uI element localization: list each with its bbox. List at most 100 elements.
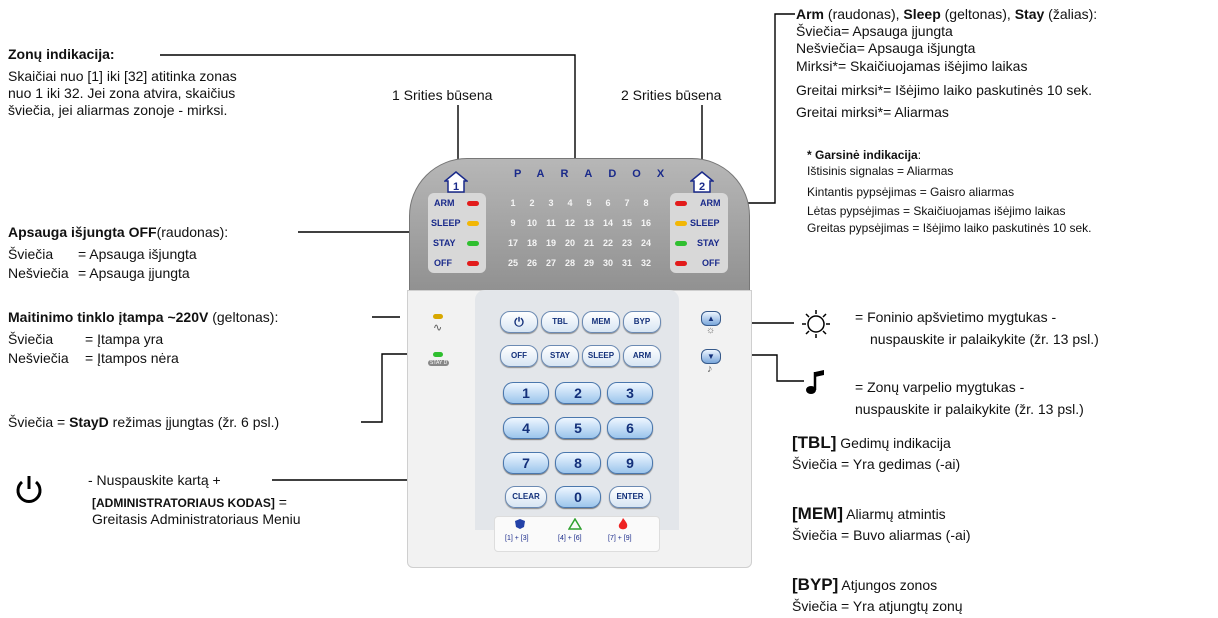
arm-button[interactable]: ARM — [623, 345, 661, 367]
zone-number: 19 — [545, 238, 556, 248]
area1-arm-led — [467, 201, 479, 206]
digit-0-button[interactable]: 0 — [555, 486, 601, 508]
zone-number: 8 — [643, 198, 649, 208]
area2-off-label: OFF — [702, 258, 720, 268]
byp-line: Šviečia = Yra atjungtų zonų — [792, 598, 963, 614]
backlight-key[interactable]: ▲ — [701, 311, 721, 326]
zone-number: 12 — [564, 218, 575, 228]
backlight-line-1: = Foninio apšvietimo mygtukas - — [855, 309, 1057, 325]
stay-color: (žalias): — [1044, 6, 1098, 22]
area2-arm-led — [675, 201, 687, 206]
digit-5-button[interactable]: 5 — [555, 417, 601, 439]
police-panic-icon — [515, 519, 525, 529]
arm-legend-title: Arm (raudonas), Sleep (geltonas), Stay (… — [796, 6, 1097, 23]
zone-number: 13 — [583, 218, 594, 228]
area2-stay-label: STAY — [697, 238, 720, 248]
zone-number: 10 — [526, 218, 537, 228]
zone-number: 26 — [526, 258, 537, 268]
digit-8-button[interactable]: 8 — [555, 452, 601, 474]
area1-stay-label: STAY — [433, 238, 456, 248]
tbl-button[interactable]: TBL — [541, 311, 579, 333]
power-admin-button[interactable]: ⏻ — [500, 311, 538, 333]
fire-panic-icon — [618, 518, 628, 530]
power-title: Maitinimo tinklo įtampa ~220V (geltonas)… — [8, 309, 278, 326]
area1-off-led — [467, 261, 479, 266]
digit-1-button[interactable]: 1 — [503, 382, 549, 404]
chime-small-icon: ♪ — [707, 363, 713, 375]
byp-button[interactable]: BYP — [623, 311, 661, 333]
zone-number: 17 — [507, 238, 518, 248]
area1-status-box — [428, 193, 486, 273]
off-button[interactable]: OFF — [500, 345, 538, 367]
sleep-button[interactable]: SLEEP — [582, 345, 620, 367]
power-line-2-value: = Įtampos nėra — [85, 350, 179, 366]
backlight-small-icon: ☼ — [706, 325, 716, 336]
arm-legend-line-3: Mirksi*= Skaičiuojamas išėjimo laikas — [796, 58, 1028, 74]
zone-number: 32 — [640, 258, 651, 268]
power-icon — [16, 476, 42, 503]
zones-title: Zonų indikacija: — [8, 46, 115, 62]
zones-line-1: Skaičiai nuo [1] iki [32] atitinka zonas — [8, 68, 237, 84]
stayd-pre: Šviečia = — [8, 414, 70, 430]
byp-title: [BYP] Atjungos zonos — [792, 576, 937, 594]
off-line-2-value: = Apsauga įjungta — [78, 265, 190, 281]
stayd-led — [433, 352, 443, 357]
zone-number: 1 — [510, 198, 516, 208]
enter-button[interactable]: ENTER — [609, 486, 651, 508]
zone-number: 28 — [564, 258, 575, 268]
tbl-title: [TBL] Gedimų indikacija — [792, 434, 951, 452]
digit-7-button[interactable]: 7 — [503, 452, 549, 474]
zone-number: 6 — [605, 198, 611, 208]
admin-equals: = — [274, 494, 287, 510]
ac-wave-icon: ∿ — [433, 322, 443, 334]
clear-button[interactable]: CLEAR — [505, 486, 547, 508]
sound-title-text: * Garsinė indikacija — [807, 148, 918, 162]
chime-note-icon — [806, 370, 824, 394]
digit-2-button[interactable]: 2 — [555, 382, 601, 404]
police-panic-label: [1] + [3] — [505, 535, 529, 542]
mem-button[interactable]: MEM — [582, 311, 620, 333]
area1-house-icon: 1 — [444, 171, 468, 193]
zone-number: 9 — [510, 218, 516, 228]
arm-color: (raudonas), — [824, 6, 904, 22]
chime-line-2: nuspauskite ir palaikykite (žr. 13 psl.) — [855, 401, 1084, 417]
area1-sleep-led — [467, 221, 479, 226]
stay-button[interactable]: STAY — [541, 345, 579, 367]
off-title-bold: Apsauga išjungta OFF — [8, 224, 157, 240]
digit-3-button[interactable]: 3 — [607, 382, 653, 404]
zone-number: 27 — [545, 258, 556, 268]
mem-title-text: Aliarmų atmintis — [842, 506, 946, 522]
area2-off-led — [675, 261, 687, 266]
backlight-line-2: nuspauskite ir palaikykite (žr. 13 psl.) — [870, 331, 1099, 347]
chime-line-1: = Zonų varpelio mygtukas - — [855, 379, 1025, 395]
zone-number: 22 — [602, 238, 613, 248]
zone-number: 11 — [546, 218, 556, 228]
tbl-title-text: Gedimų indikacija — [836, 435, 951, 451]
sound-title-colon: : — [917, 148, 922, 162]
power-title-bold: Maitinimo tinklo įtampa ~220V — [8, 309, 209, 325]
stayd-badge: STAY D — [428, 360, 450, 366]
sleep-color: (geltonas), — [940, 6, 1015, 22]
digit-9-button[interactable]: 9 — [607, 452, 653, 474]
zone-number: 21 — [583, 238, 594, 248]
area2-sleep-label: SLEEP — [690, 218, 720, 228]
zone-number: 25 — [507, 258, 518, 268]
power-led — [433, 314, 443, 319]
tbl-key-label: [TBL] — [792, 433, 837, 452]
stayd-bold: StayD — [69, 414, 109, 430]
stay-word: Stay — [1014, 6, 1045, 22]
sound-line-1: Ištisinis signalas = Aliarmas — [807, 164, 954, 178]
power-line-1-label: Šviečia — [8, 331, 54, 347]
byp-key-label: [BYP] — [792, 575, 839, 594]
power-line-1-value: = Įtampa yra — [85, 331, 164, 347]
zone-number: 30 — [602, 258, 613, 268]
digit-6-button[interactable]: 6 — [607, 417, 653, 439]
paradox-logo: PARADOX — [514, 168, 681, 180]
chime-key[interactable]: ▼ — [701, 349, 721, 364]
zone-number: 4 — [567, 198, 573, 208]
zone-number: 24 — [640, 238, 651, 248]
mem-line: Šviečia = Buvo aliarmas (-ai) — [792, 527, 971, 543]
area2-arm-label: ARM — [700, 198, 721, 208]
power-title-rest: (geltonas): — [208, 309, 279, 325]
digit-4-button[interactable]: 4 — [503, 417, 549, 439]
